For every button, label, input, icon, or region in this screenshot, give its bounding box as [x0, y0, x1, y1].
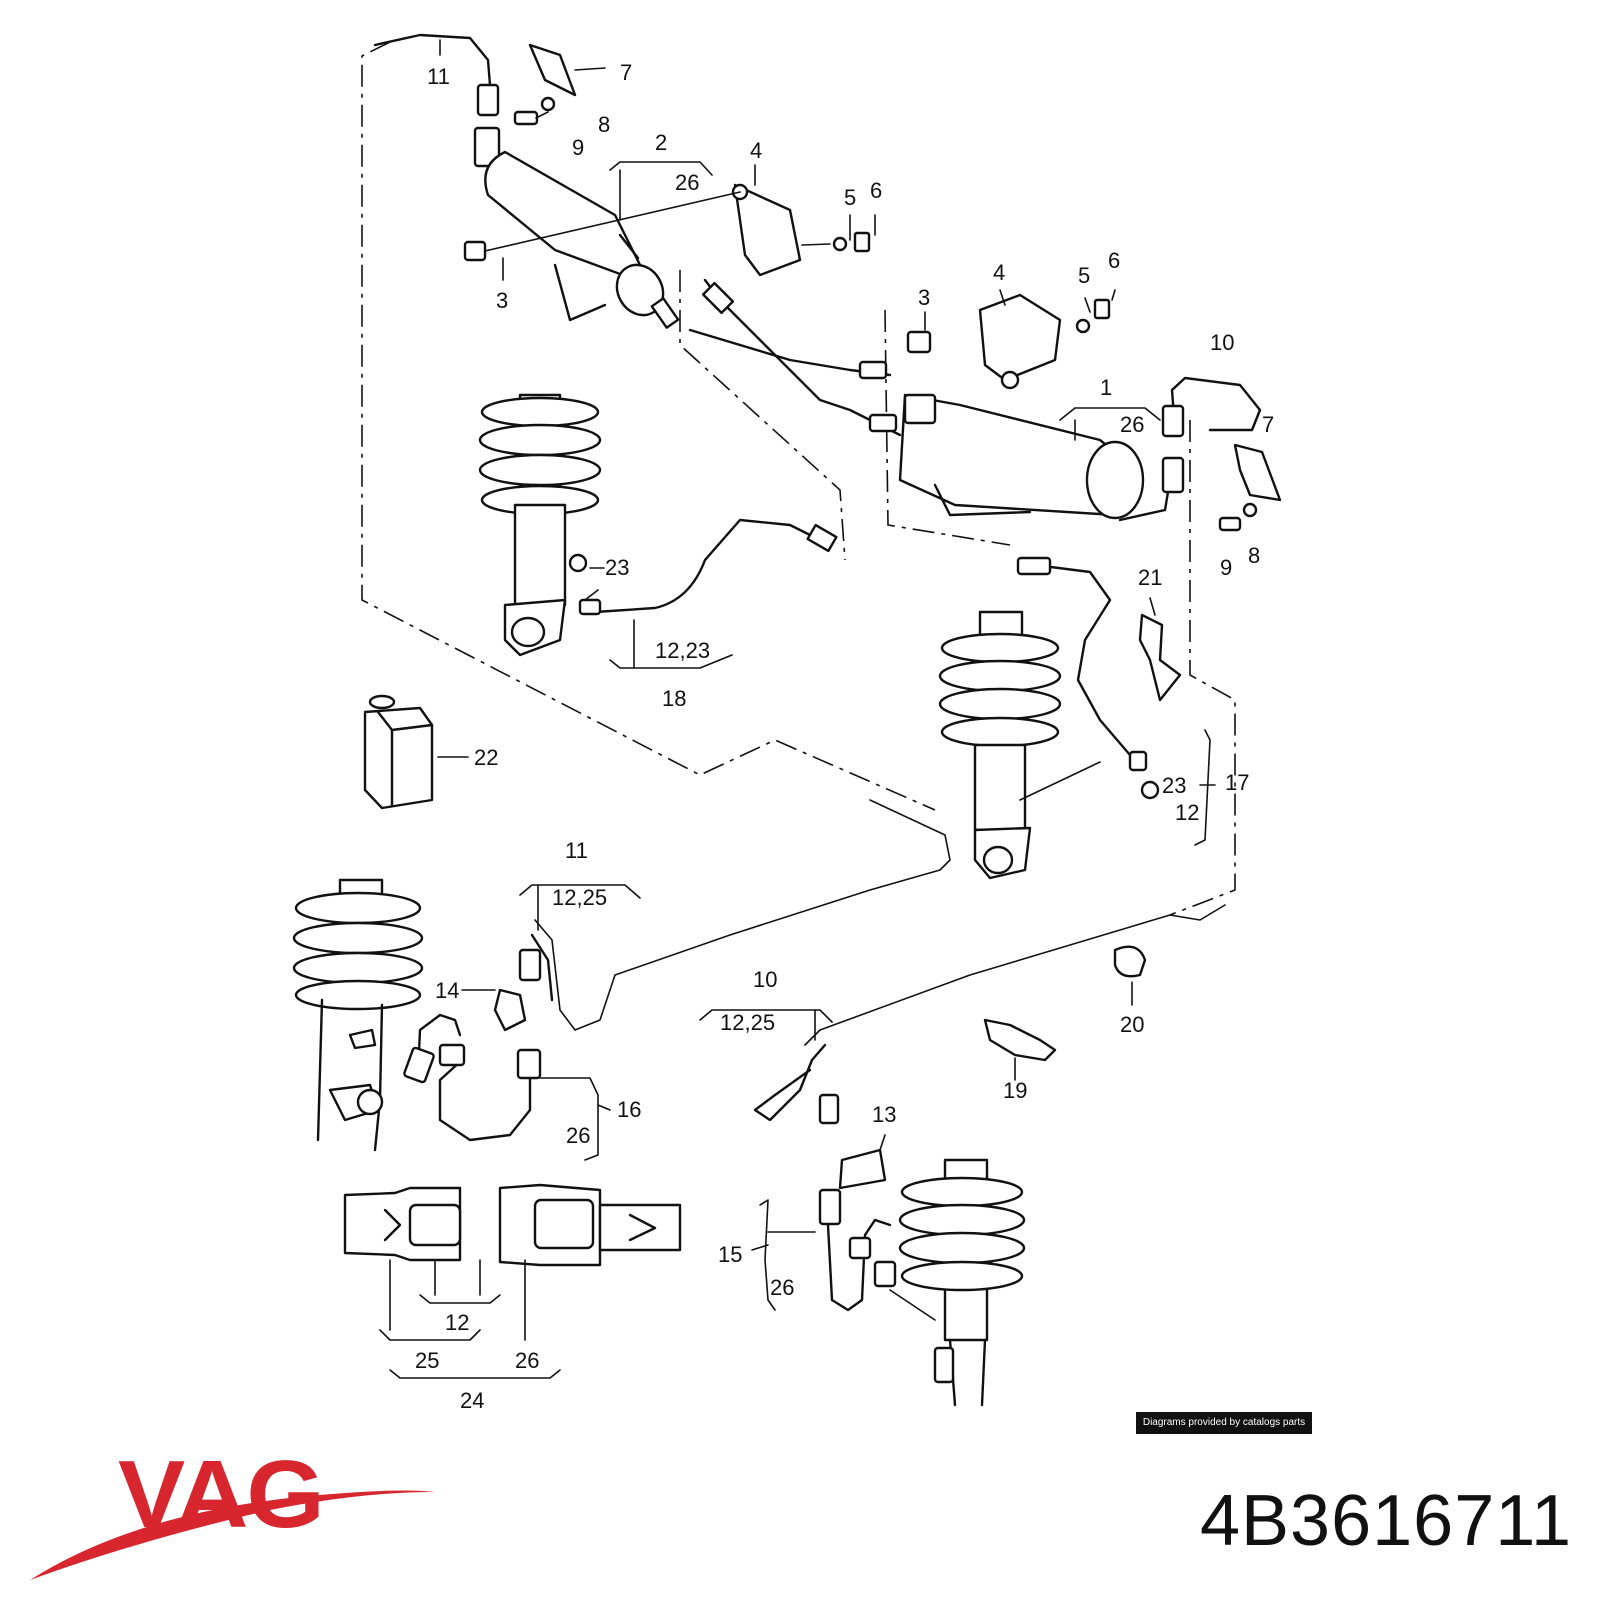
diagram-credit: Diagrams provided by catalogs parts: [1136, 1412, 1312, 1434]
callout-4-right: 4: [993, 260, 1005, 285]
callout-21: 21: [1138, 565, 1162, 590]
bracket-4-top: [731, 183, 871, 277]
callout-20: 20: [1120, 1012, 1144, 1037]
callout-23-left: 23: [605, 555, 629, 580]
callout-15: 15: [718, 1242, 742, 1267]
bolt-3-right: [906, 330, 932, 354]
callout-3-top: 3: [496, 288, 508, 313]
callout-7-right: 7: [1262, 412, 1274, 437]
callout-2: 2: [655, 130, 667, 155]
callout-26-top: 26: [675, 170, 699, 195]
brand-swoosh: [30, 1490, 435, 1580]
callout-26-bottom-left: 26: [566, 1123, 590, 1148]
callout-8-top: 8: [598, 112, 610, 137]
callout-14: 14: [435, 978, 459, 1003]
callout-12-25-right: 12,25: [720, 1010, 775, 1035]
callout-6-right: 6: [1108, 248, 1120, 273]
callout-4-top: 4: [750, 138, 762, 163]
coupling-detail: [343, 1183, 682, 1341]
callout-5-top: 5: [844, 185, 856, 210]
callout-13: 13: [872, 1102, 896, 1127]
callout-3-right: 3: [918, 285, 930, 310]
clip-20: [1113, 945, 1147, 1006]
callout-11-top: 11: [427, 64, 450, 89]
callout-17: 17: [1225, 770, 1249, 795]
fluid-container: [363, 694, 469, 810]
callout-11-bottom: 11: [565, 838, 588, 863]
bolt-washer-8-9-right: [1218, 502, 1258, 532]
callout-labels: 11 7 8 9 2 26 4 5 6 3 4 5 6 3 10 1 26 7 …: [415, 60, 1274, 1413]
callout-25-detail: 25: [415, 1348, 439, 1373]
callout-6-top: 6: [870, 178, 882, 203]
callout-24: 24: [460, 1388, 484, 1413]
pressure-lines-center: [688, 278, 902, 437]
callout-12-right: 12: [1175, 800, 1199, 825]
callout-10-bottom: 10: [753, 967, 777, 992]
assembly-boundaries: [361, 41, 1236, 916]
bracket-21: [1138, 613, 1182, 702]
callout-9-right: 9: [1220, 555, 1232, 580]
strut-bottom-right: [753, 1043, 1026, 1407]
callout-5-right: 5: [1078, 263, 1090, 288]
callout-7-top: 7: [620, 60, 632, 85]
part-number: 4B3616711: [1199, 1481, 1572, 1561]
callout-26-right: 26: [1120, 412, 1144, 437]
callout-9-top: 9: [572, 135, 584, 160]
callout-1: 1: [1100, 375, 1112, 400]
rear-pressure-lines: [530, 799, 1226, 1046]
callout-12-25-left: 12,25: [552, 885, 607, 910]
accumulator-right: [898, 393, 1172, 522]
leader-lines: [379, 39, 1216, 1379]
line-10-right-top: [1161, 376, 1262, 494]
callout-12-23: 12,23: [655, 638, 710, 663]
callout-26-detail: 26: [515, 1348, 539, 1373]
callout-23-right: 23: [1162, 773, 1186, 798]
strut-right: [938, 556, 1160, 880]
bracket-7-top: [528, 43, 606, 97]
strut-top-left: [478, 393, 838, 657]
callout-8-right: 8: [1248, 543, 1260, 568]
callout-12-detail: 12: [445, 1310, 469, 1335]
callout-26-bottom-right: 26: [770, 1275, 794, 1300]
callout-18: 18: [662, 686, 686, 711]
callout-16: 16: [617, 1097, 641, 1122]
clip-19: [983, 1018, 1057, 1081]
bracket-7-right: [1233, 443, 1282, 502]
callout-19: 19: [1003, 1078, 1027, 1103]
callout-22: 22: [474, 745, 498, 770]
bolt-3-top: [463, 191, 741, 262]
accumulator-left: [373, 33, 680, 329]
brand-logo: VAG: [118, 1441, 325, 1548]
strut-bottom-left: [292, 878, 542, 1152]
callout-10-right: 10: [1210, 330, 1234, 355]
bolt-washer-8-9-top: [513, 96, 556, 126]
bracket-4-right: [978, 293, 1111, 390]
